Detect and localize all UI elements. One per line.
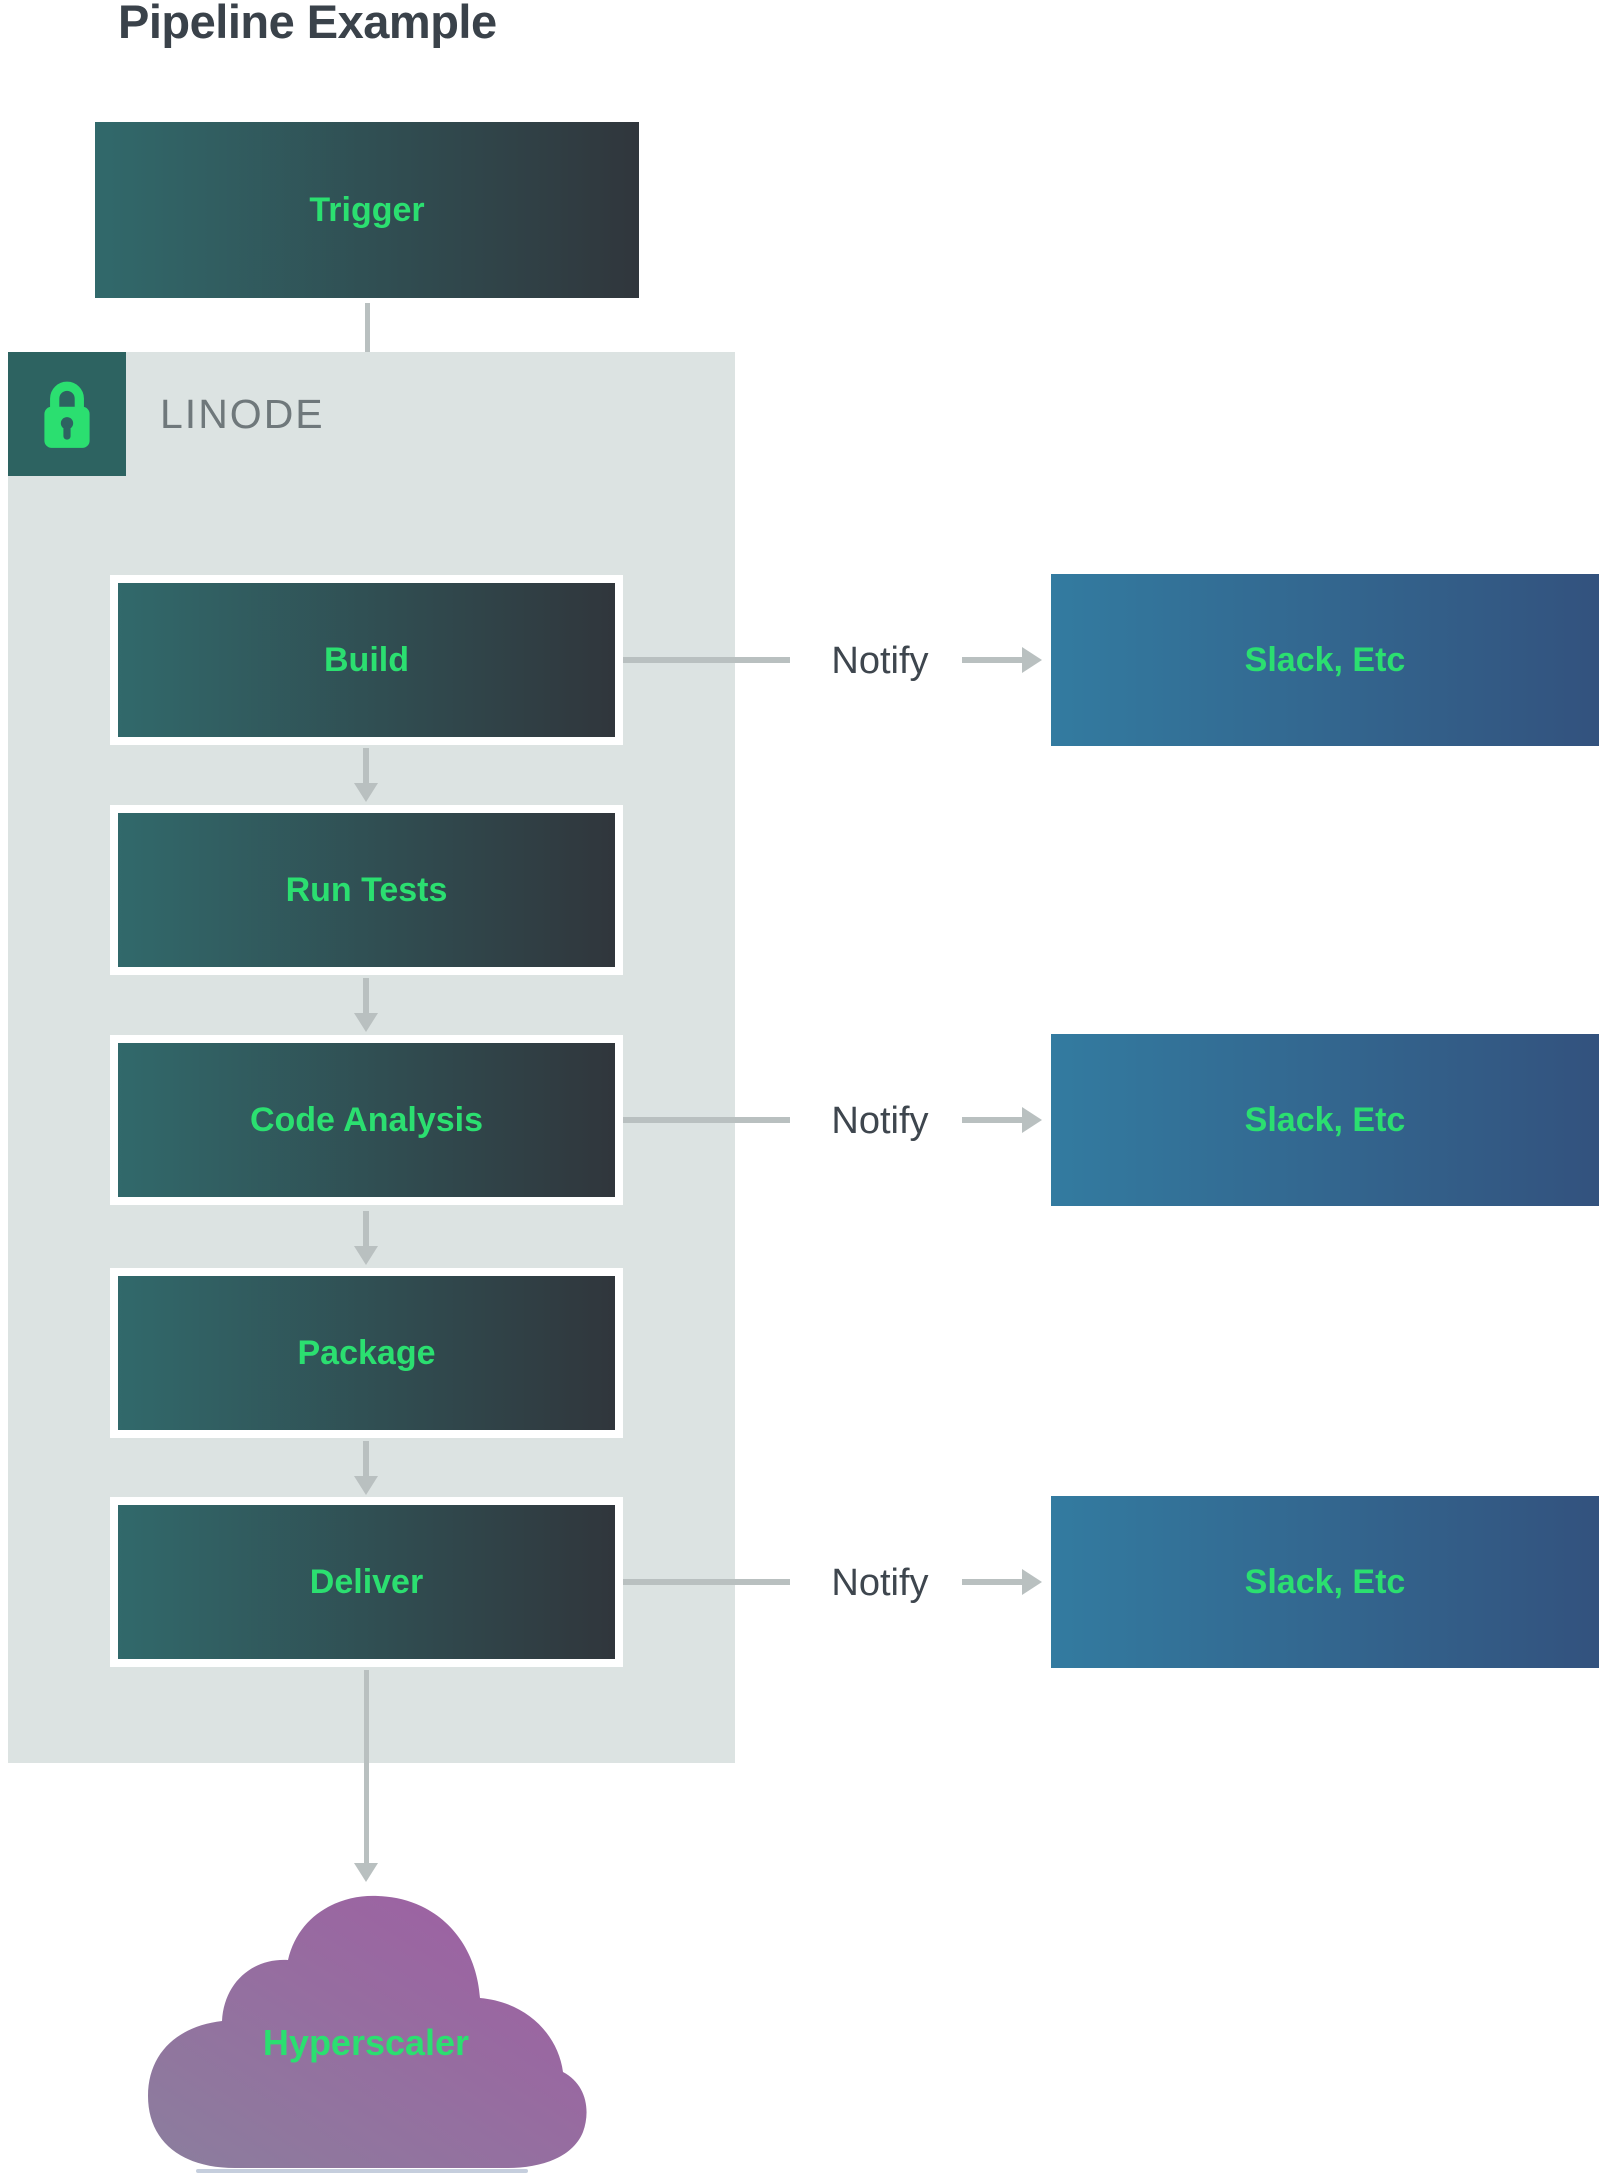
notify-arrow-build [962,647,1042,673]
stage-box-code-analysis: Code Analysis [110,1035,623,1205]
hyperscaler-label: Hyperscaler [262,2022,470,2063]
notification-box-slack-1: Slack, Etc [1051,574,1599,746]
arrow-build-to-run-tests [353,748,379,802]
arrow-head-icon [354,1476,378,1495]
arrow-stem [962,1117,1022,1123]
trigger-box: Trigger [95,122,639,298]
cloud-icon [148,1895,587,2168]
notification-label: Slack, Etc [1244,1100,1406,1139]
notify-label-code-analysis: Notify [831,1100,929,1142]
arrow-stem [962,1579,1022,1585]
page-title: Pipeline Example [118,0,497,48]
stage-label: Package [297,1333,436,1372]
arrow-head-icon [1022,1107,1042,1133]
notification-box-slack-3: Slack, Etc [1051,1496,1599,1668]
notify-line-code-analysis [623,1117,790,1123]
arrow-deliver-to-hyperscaler [353,1670,379,1882]
notify-arrow-code-analysis [962,1107,1042,1133]
arrow-stem [363,1670,369,1863]
cloud-ground-line [196,2169,528,2173]
lock-badge [8,352,126,476]
stage-box-package: Package [110,1268,623,1438]
notify-line-build [623,657,790,663]
hyperscaler-cloud [140,1888,592,2170]
stage-label: Build [324,640,409,679]
arrow-head-icon [354,783,378,802]
arrow-package-to-deliver [353,1441,379,1495]
arrow-stem [962,657,1022,663]
arrow-stem [363,748,369,783]
arrow-head-icon [354,1246,378,1265]
arrow-run-tests-to-code-analysis [353,978,379,1032]
stage-box-run-tests: Run Tests [110,805,623,975]
linode-label: LINODE [160,390,325,437]
stage-label: Deliver [309,1562,424,1601]
notify-label-build: Notify [831,640,929,682]
stage-box-deliver: Deliver [110,1497,623,1667]
notification-label: Slack, Etc [1244,640,1406,679]
stage-label: Run Tests [285,870,448,909]
notification-label: Slack, Etc [1244,1562,1406,1601]
arrow-head-icon [354,1863,378,1882]
trigger-label: Trigger [309,190,425,229]
arrow-stem [363,1211,369,1246]
notification-box-slack-2: Slack, Etc [1051,1034,1599,1206]
arrow-stem [363,1441,369,1476]
arrow-code-analysis-to-package [353,1211,379,1265]
arrow-head-icon [1022,1569,1042,1595]
stage-label: Code Analysis [249,1100,484,1139]
arrow-head-icon [354,1013,378,1032]
notify-label-deliver: Notify [831,1562,929,1604]
arrow-head-icon [1022,647,1042,673]
stage-box-build: Build [110,575,623,745]
arrow-stem [363,978,369,1013]
notify-line-deliver [623,1579,790,1585]
notify-arrow-deliver [962,1569,1042,1595]
lock-icon [44,381,90,448]
